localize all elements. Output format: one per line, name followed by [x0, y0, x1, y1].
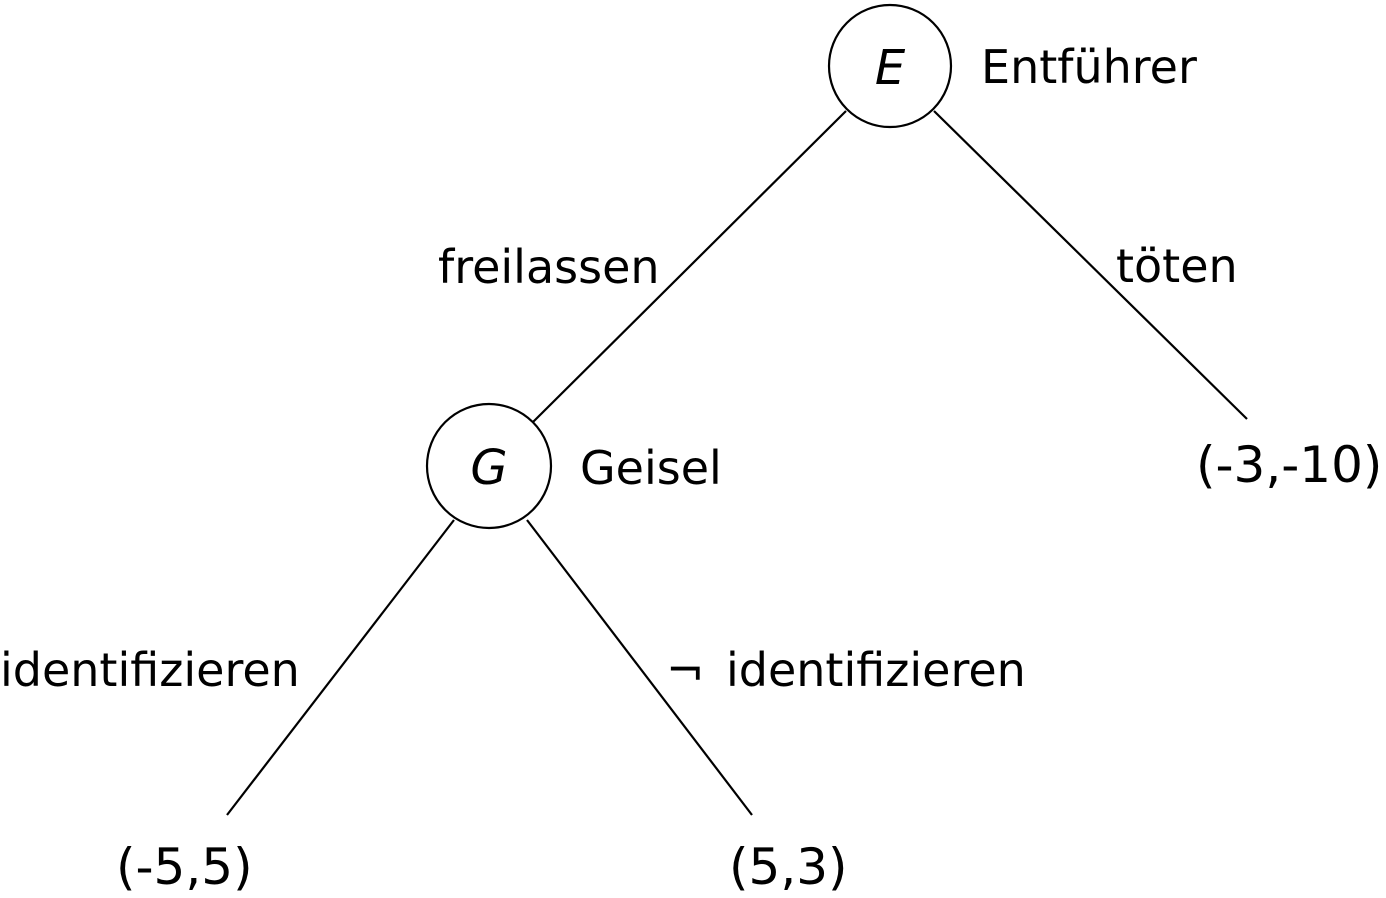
node-entfuehrer: E — [827, 3, 953, 129]
payoff-toeten: (-3,-10) — [1196, 436, 1382, 494]
edge-label-freilassen: freilassen — [438, 240, 660, 294]
player-label-entfuehrer: Entführer — [981, 40, 1197, 94]
edge-identifizieren — [226, 519, 455, 816]
edge-label-nicht-identifizieren: identifizieren — [726, 643, 1026, 697]
edge-nicht-identifizieren — [526, 519, 753, 816]
node-geisel: G — [425, 402, 553, 530]
edge-toeten — [933, 110, 1248, 420]
node-symbol-g: G — [470, 440, 507, 496]
edge-label-toeten: töten — [1116, 239, 1238, 293]
edge-freilassen — [532, 110, 847, 423]
node-circle-e — [827, 3, 953, 129]
edge-label-identifizieren: identifizieren — [0, 643, 300, 697]
node-circle-g — [425, 402, 553, 530]
payoff-nicht-identifizieren: (5,3) — [729, 838, 848, 896]
payoff-identifizieren: (-5,5) — [116, 838, 253, 896]
player-label-geisel: Geisel — [580, 441, 722, 495]
node-symbol-e: E — [875, 40, 906, 96]
negation-symbol: ¬ — [666, 643, 705, 697]
